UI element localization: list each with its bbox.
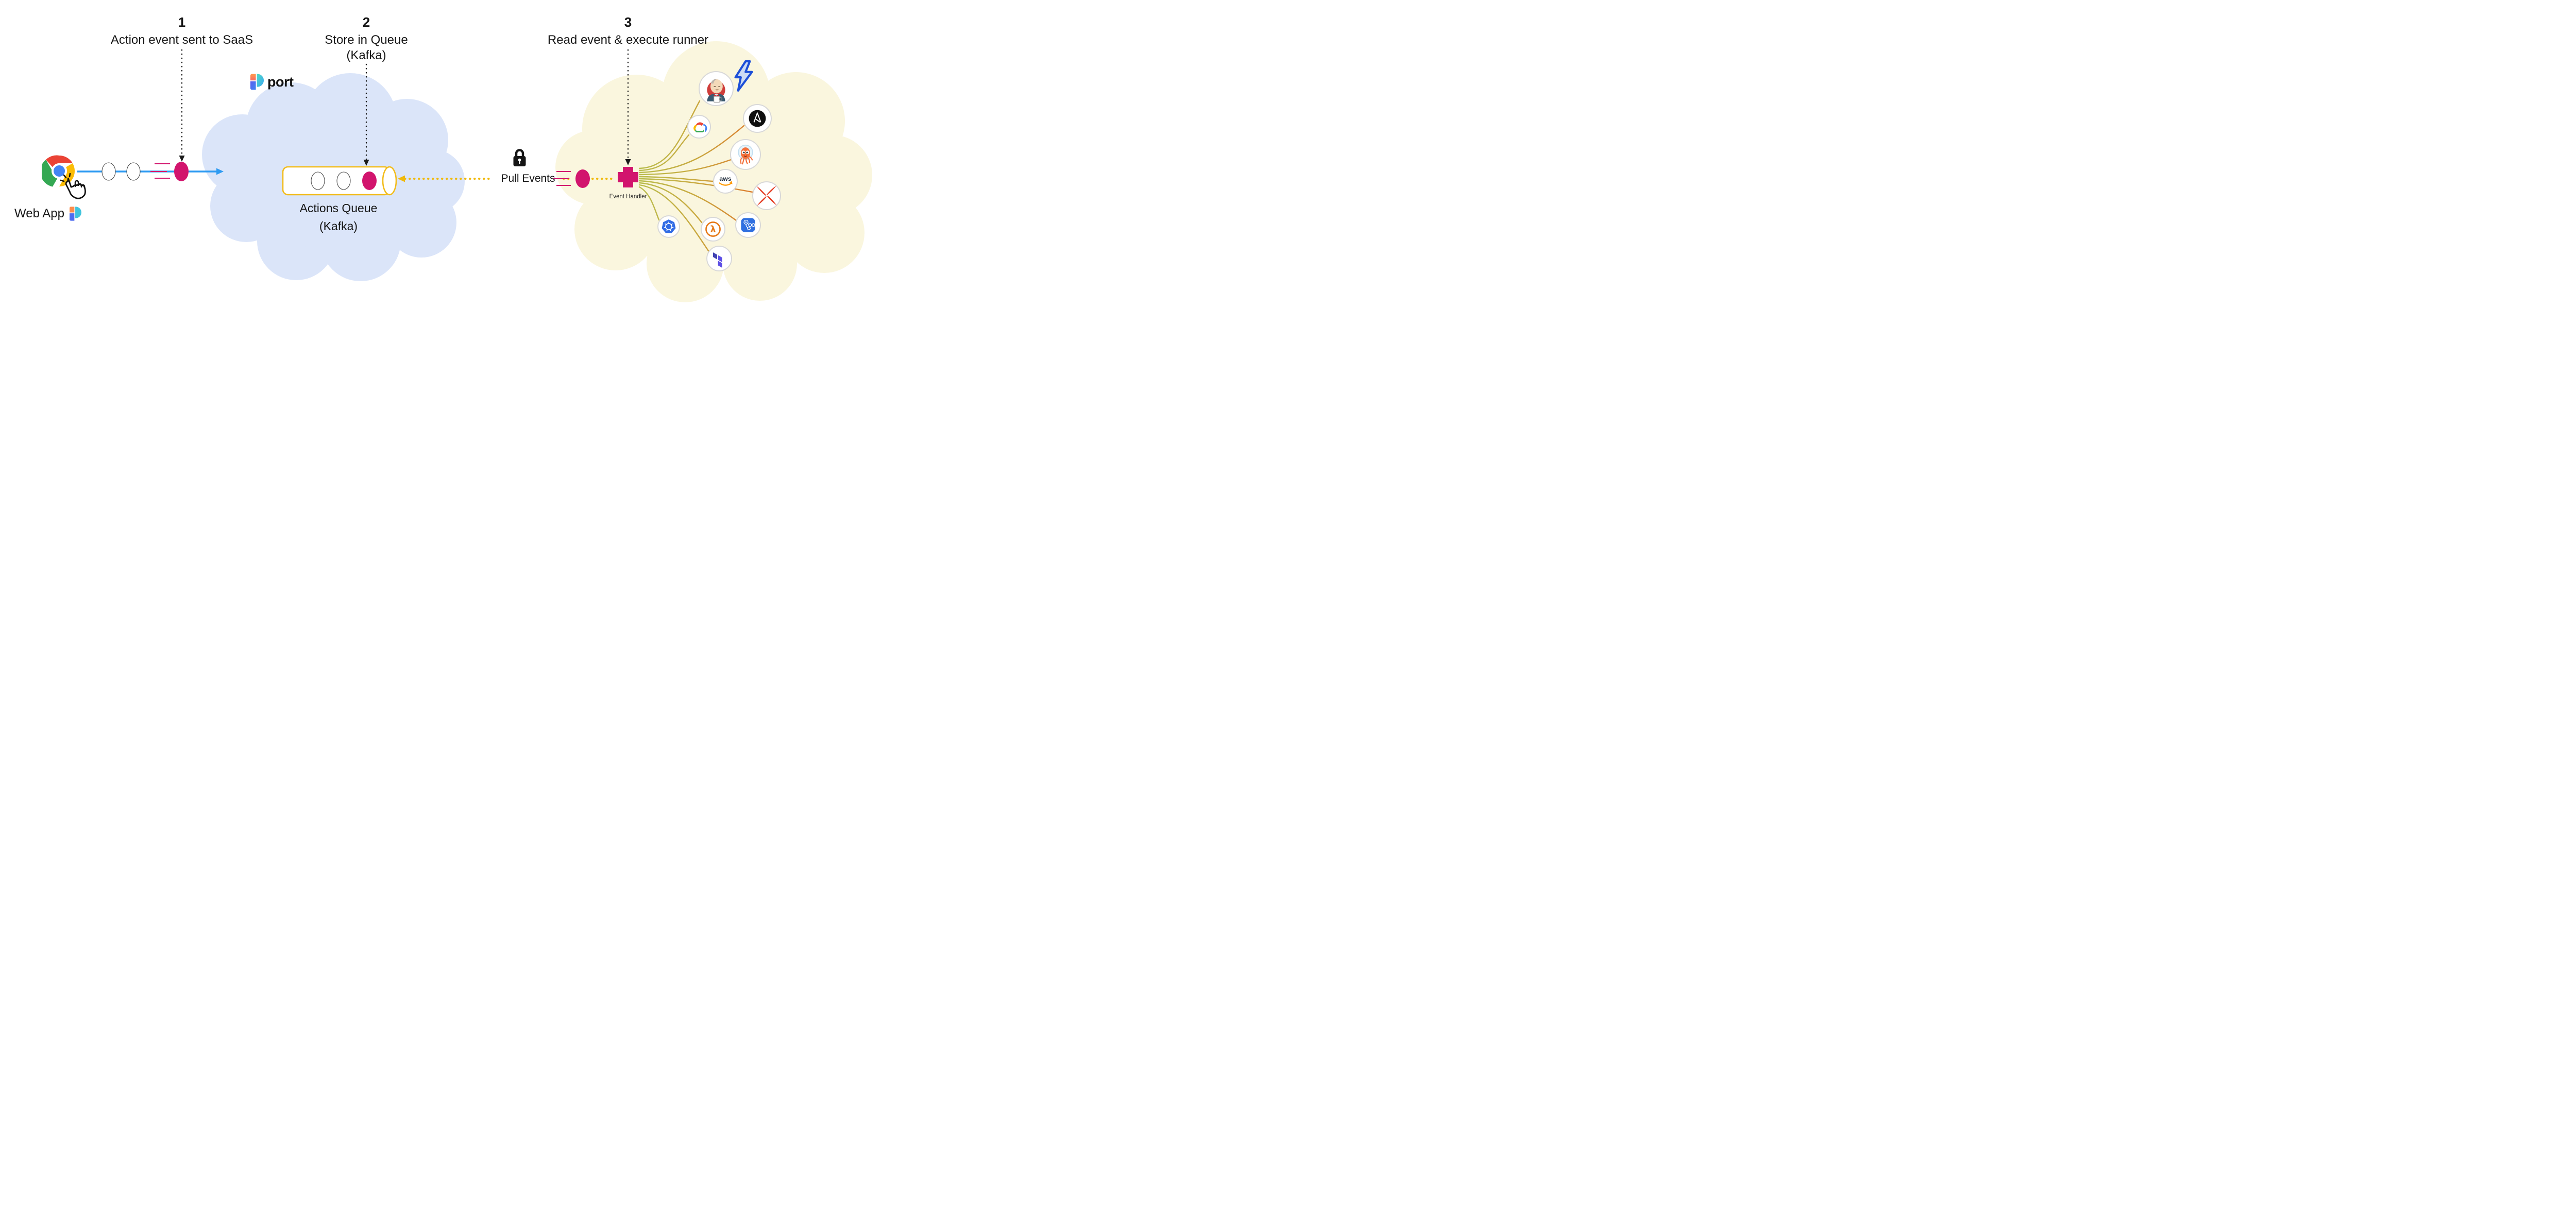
step3-arrow — [625, 49, 631, 165]
diagram-canvas: port Web App — [0, 0, 872, 304]
lock-icon — [513, 149, 526, 166]
step2-arrow — [363, 63, 369, 166]
svg-text:λ: λ — [710, 225, 716, 235]
step2-number: 2 — [362, 14, 370, 30]
event-dot-moving — [150, 162, 189, 181]
step1-arrow — [179, 49, 185, 162]
aws-lambda-icon: λ — [701, 217, 725, 242]
port-logo-icon — [250, 74, 264, 90]
event-handler-label: Event Handler — [609, 194, 647, 200]
octopus-deploy-icon — [730, 139, 761, 170]
web-app-label: Web App — [14, 207, 64, 220]
runner-connectors — [638, 100, 754, 253]
saas-cloud — [202, 73, 465, 281]
aws-icon: aws — [713, 169, 738, 194]
airflow-icon — [752, 181, 781, 210]
empty-event-slot — [101, 162, 116, 181]
queued-event-dot — [362, 172, 377, 190]
terraform-icon — [706, 246, 732, 271]
step2-label: Store in Queue — [325, 33, 408, 47]
port-logo: port — [250, 74, 294, 90]
hand-pointer-icon — [60, 173, 89, 202]
event-handler-cross — [618, 167, 638, 187]
webapp-to-saas-line — [77, 162, 224, 181]
queue-name: Actions Queue — [299, 201, 378, 215]
jenkins-icon — [699, 71, 734, 106]
queue-tech: (Kafka) — [319, 219, 358, 233]
diagram-artwork — [77, 41, 872, 302]
web-app-group: Web App — [14, 207, 81, 221]
queued-empty-slot — [336, 172, 351, 190]
kubernetes-icon — [657, 215, 680, 238]
workflow-icon — [735, 212, 761, 238]
step2-sublabel: (Kafka) — [346, 48, 386, 62]
pull-arrowhead — [398, 175, 405, 182]
empty-event-slot — [126, 162, 141, 181]
ansible-icon — [743, 104, 772, 133]
actions-queue-cylinder — [282, 166, 397, 196]
pull-events-label: Pull Events — [501, 173, 555, 184]
google-cloud-icon — [687, 115, 711, 139]
port-logo-text: port — [267, 74, 294, 90]
runners-cloud — [555, 41, 872, 302]
svg-text:aws: aws — [719, 175, 731, 182]
port-mini-icon — [69, 207, 81, 221]
step1-number: 1 — [178, 14, 186, 30]
pulled-event-dot — [553, 169, 590, 188]
queued-empty-slot — [311, 172, 325, 190]
step3-label: Read event & execute runner — [547, 33, 709, 47]
step3-number: 3 — [624, 14, 632, 30]
step1-label: Action event sent to SaaS — [110, 33, 253, 47]
lightning-bolt-icon — [732, 60, 755, 93]
